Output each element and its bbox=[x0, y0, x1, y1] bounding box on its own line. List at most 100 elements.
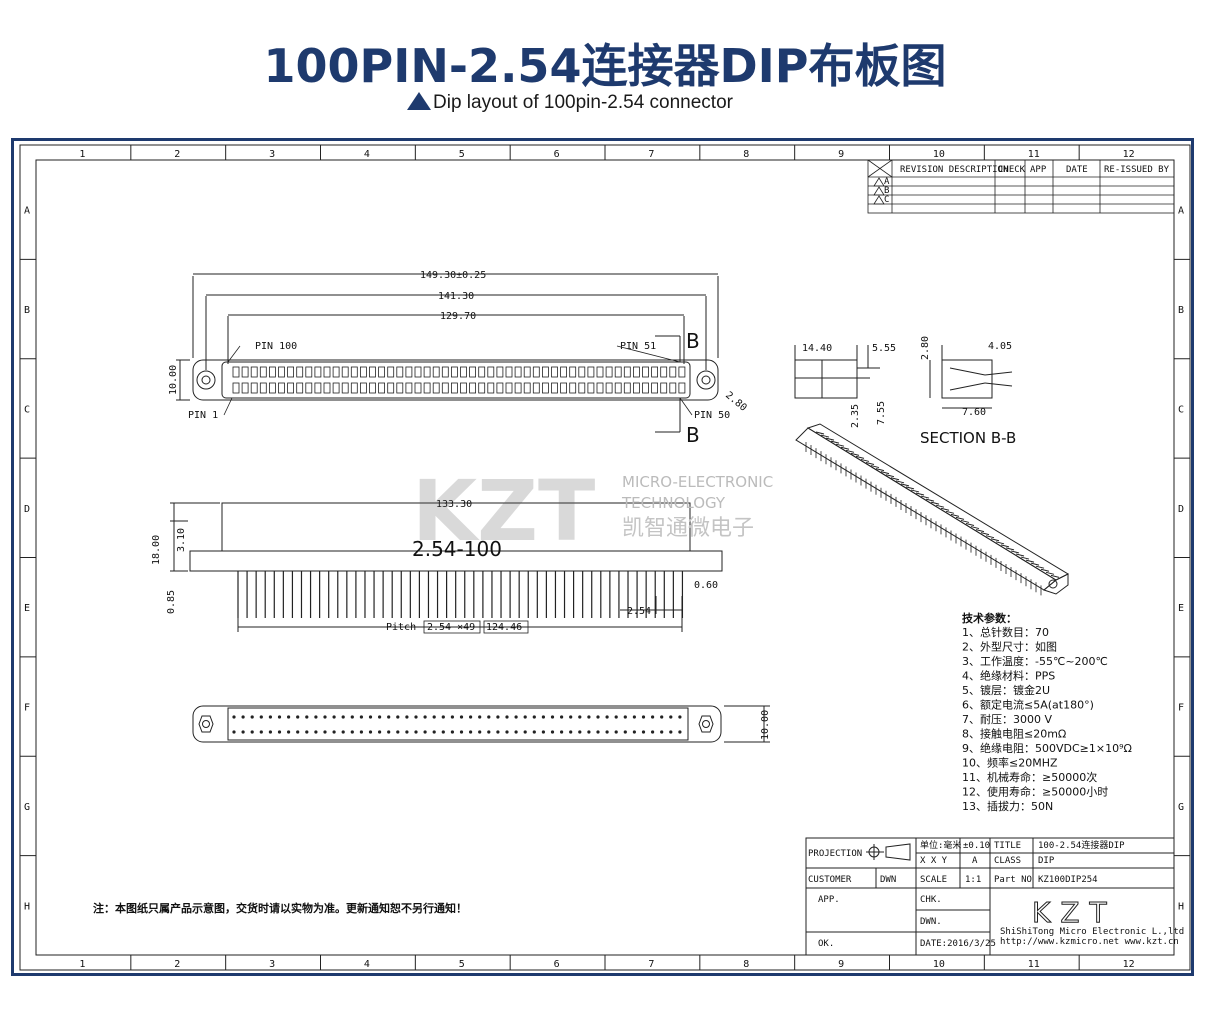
rev-row-a: A bbox=[884, 177, 890, 187]
spec-item: 5、镀层：镀金2U bbox=[962, 683, 1050, 697]
front-dim-height: 18.00 bbox=[151, 535, 162, 565]
pin-cell bbox=[341, 366, 349, 378]
iso-contact bbox=[860, 458, 870, 462]
pin-cell bbox=[359, 382, 367, 394]
tb-drawn-by: DWN bbox=[880, 875, 896, 885]
grid-row-label: D bbox=[1178, 504, 1184, 515]
pin-cell bbox=[569, 382, 577, 394]
pin-cell bbox=[642, 366, 649, 378]
pin-cell bbox=[623, 382, 631, 394]
bottom-hole bbox=[414, 715, 418, 719]
iso-contact bbox=[990, 538, 1000, 542]
grid-col-label: 8 bbox=[743, 959, 749, 970]
pin-cell bbox=[542, 382, 549, 394]
grid-col-label: 7 bbox=[648, 959, 654, 970]
bottom-hole bbox=[378, 730, 382, 734]
pin-cell bbox=[414, 366, 422, 378]
grid-col-label: 7 bbox=[648, 149, 654, 160]
iso-contact bbox=[905, 486, 915, 490]
iso-contact bbox=[845, 449, 855, 453]
pin-cell bbox=[432, 382, 440, 394]
bottom-hole bbox=[623, 715, 627, 719]
grid-col-label: 4 bbox=[364, 959, 370, 970]
grid-col-label: 10 bbox=[933, 149, 945, 160]
pin-cell bbox=[387, 366, 395, 378]
pin-cell bbox=[642, 382, 649, 394]
bottom-hole bbox=[669, 730, 673, 734]
tb-scale-value: 1:1 bbox=[965, 875, 981, 885]
drawing-frame bbox=[11, 138, 1194, 976]
front-dim-top: 3.10 bbox=[176, 528, 187, 552]
pin-cell bbox=[423, 382, 431, 394]
grid-row-label: A bbox=[24, 206, 30, 217]
pin-cell bbox=[514, 382, 522, 394]
grid-col-label: 3 bbox=[269, 959, 275, 970]
front-view bbox=[170, 502, 723, 632]
pin-cell bbox=[623, 366, 631, 378]
iso-contact bbox=[835, 443, 845, 447]
pin-cell bbox=[341, 382, 349, 394]
bottom-view bbox=[192, 705, 770, 743]
bottom-hole bbox=[469, 715, 473, 719]
page-title: 100PIN-2.54连接器DIP布板图 bbox=[263, 39, 947, 93]
pin-cell bbox=[378, 366, 386, 378]
bottom-hole bbox=[596, 715, 600, 719]
tb-dims-label: X X Y bbox=[920, 856, 948, 866]
pin-cell bbox=[287, 382, 295, 394]
bottom-hole bbox=[396, 730, 400, 734]
bottom-hole bbox=[296, 730, 300, 734]
pin-cell bbox=[369, 382, 376, 394]
bottom-hole bbox=[423, 730, 427, 734]
pin-cell bbox=[259, 382, 267, 394]
pin-cell bbox=[596, 382, 604, 394]
grid-row-label: F bbox=[1178, 703, 1184, 714]
bottom-hole bbox=[441, 730, 445, 734]
side-dim-c: 2.35 bbox=[850, 404, 861, 428]
pin-cell bbox=[296, 366, 304, 378]
iso-contact bbox=[870, 465, 880, 469]
bottom-hole bbox=[350, 715, 354, 719]
iso-contact bbox=[965, 523, 975, 526]
pin-cell bbox=[441, 382, 449, 394]
iso-contact bbox=[895, 480, 905, 484]
spec-item: 13、插拔力：50N bbox=[962, 799, 1053, 813]
pin-cell bbox=[596, 366, 604, 378]
bottom-hole bbox=[359, 730, 363, 734]
pin-cell bbox=[669, 382, 677, 394]
bottom-hole bbox=[287, 730, 291, 734]
pin-cell bbox=[496, 382, 504, 394]
dim-overall: 149.30±0.25 bbox=[420, 270, 486, 281]
iso-contact bbox=[950, 513, 960, 517]
bottom-hole bbox=[387, 730, 391, 734]
bottom-hole bbox=[450, 730, 454, 734]
pin-cell bbox=[396, 366, 404, 378]
triangle-icon bbox=[407, 92, 431, 110]
grid-row-label: H bbox=[24, 901, 30, 912]
pin-50-label: PIN 50 bbox=[694, 410, 730, 421]
iso-contact bbox=[1000, 544, 1010, 548]
spec-item: 11、机械寿命：≥50000次 bbox=[962, 770, 1097, 784]
bottom-hole bbox=[550, 715, 555, 719]
section-label: SECTION B-B bbox=[920, 429, 1016, 447]
pin-cell bbox=[359, 366, 367, 378]
bottom-hole bbox=[505, 715, 509, 719]
bottom-hole bbox=[405, 715, 409, 719]
bottom-hole bbox=[496, 730, 500, 734]
pitch-box-2-text: 124.46 bbox=[486, 622, 522, 633]
grid-row-label: A bbox=[1178, 206, 1184, 217]
side-view bbox=[794, 345, 880, 399]
bottom-hole bbox=[241, 730, 245, 734]
iso-contact bbox=[925, 498, 935, 502]
part-label: 2.54-100 bbox=[412, 537, 502, 561]
pin-cell bbox=[605, 366, 613, 378]
pin-cell bbox=[250, 366, 258, 378]
dim-body: 129.70 bbox=[440, 311, 476, 322]
top-view bbox=[176, 273, 719, 433]
bottom-hole bbox=[651, 715, 655, 719]
section-dim-b: 4.05 bbox=[988, 341, 1012, 352]
pin-51-label: PIN 51 bbox=[620, 341, 656, 352]
iso-contact bbox=[830, 440, 840, 444]
spec-item: 2、外型尺寸：如图 bbox=[962, 640, 1057, 654]
bottom-hole bbox=[587, 730, 591, 734]
bottom-hole bbox=[478, 715, 482, 719]
